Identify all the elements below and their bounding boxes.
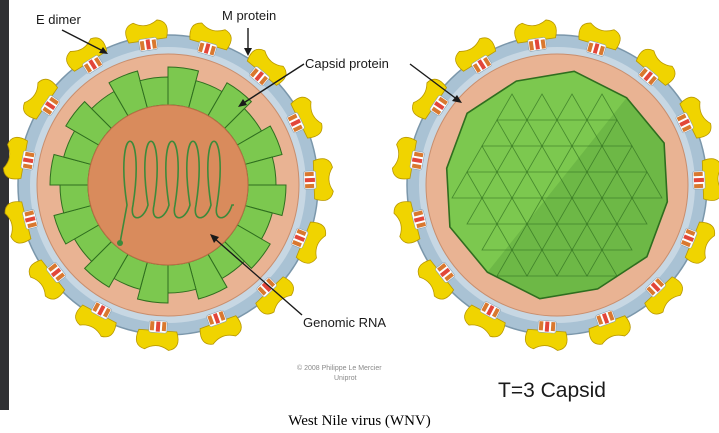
m-protein-shape [539,321,544,330]
e-stem-shape [545,322,550,332]
label-capsid-protein: Capsid protein [305,56,389,71]
m-protein-shape [305,172,314,176]
capsid-title: T=3 Capsid [498,379,606,402]
m-protein-shape [162,322,167,331]
label-genomic-rna: Genomic RNA [303,315,386,330]
e-stem-shape [156,322,161,332]
e-stem-shape [305,178,315,182]
label-e-dimer: E dimer [36,12,81,27]
m-protein-shape [305,184,314,188]
e-dimer-shape [313,158,333,200]
m-protein-shape [551,322,556,331]
genome-core [88,105,248,265]
virion-cross-section [2,19,334,351]
wnv-diagram: E dimer M protein Capsid protein Genomic… [0,0,719,410]
e-stem-shape [694,178,704,182]
m-protein-shape [694,184,703,188]
copyright-line-1: © 2008 Philippe Le Mercier [297,364,382,372]
m-protein-shape [694,172,703,176]
label-m-protein: M protein [222,8,276,23]
virion-capsid-view [391,19,719,351]
copyright-line-2: Uniprot [334,375,357,382]
rna-end [117,240,123,246]
m-protein-shape [150,321,155,330]
figure-caption: West Nile virus (WNV) [0,410,719,433]
